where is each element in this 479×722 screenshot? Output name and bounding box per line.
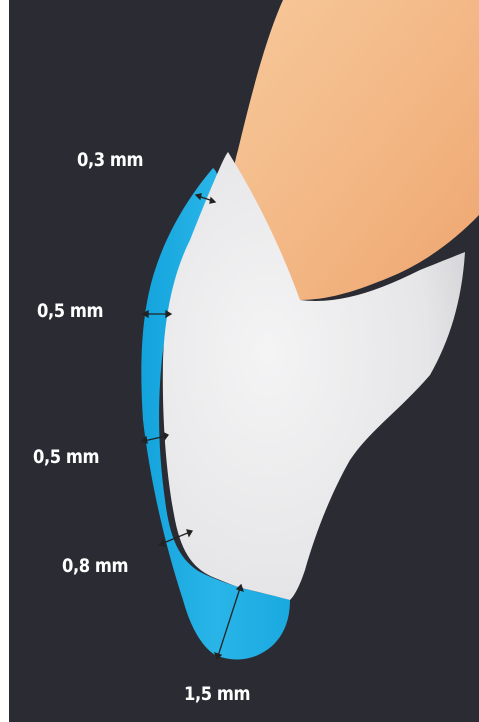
thickness-label-1-5mm: 1,5 mm (184, 683, 250, 705)
thickness-label-0-8mm: 0,8 mm (62, 555, 128, 577)
thickness-label-0-5mm-upper: 0,5 mm (37, 300, 103, 322)
thickness-label-0-3mm: 0,3 mm (77, 149, 143, 171)
thickness-label-0-5mm-lower: 0,5 mm (33, 446, 99, 468)
